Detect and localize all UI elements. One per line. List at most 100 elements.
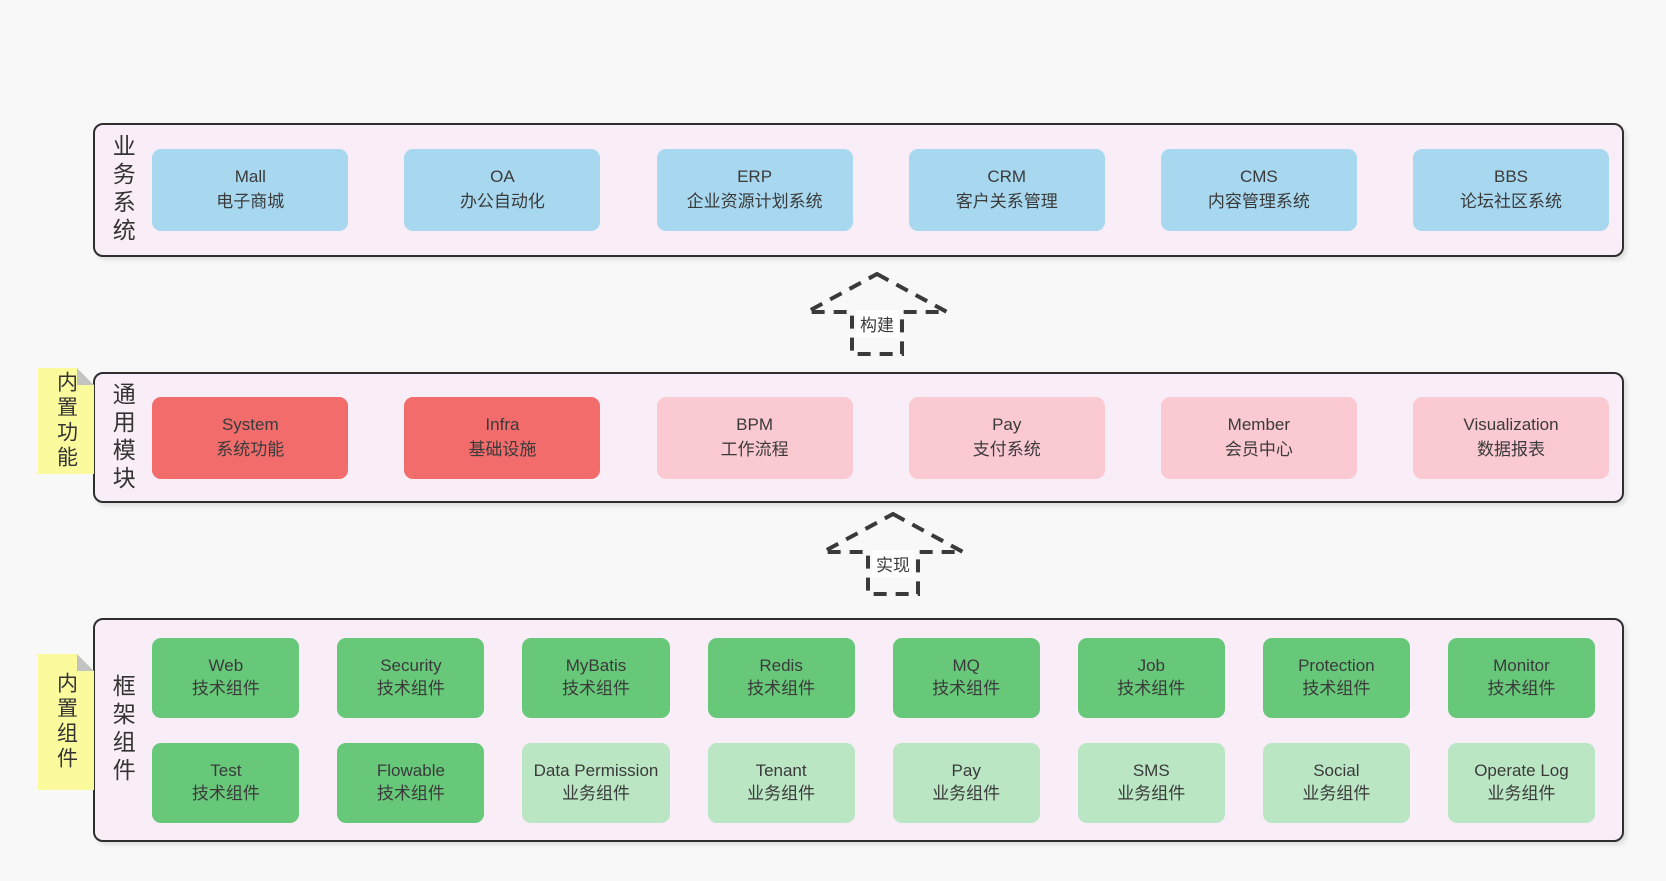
- implement-arrow: 实现: [813, 511, 973, 596]
- box-web: Web 技术组件: [152, 637, 300, 718]
- box-subtitle: 技术组件: [376, 783, 445, 803]
- business-box-row: Mall 电子商城 OA 办公自动化 ERP 企业资源计划系统 CRM 客户关系…: [152, 149, 1609, 231]
- box-subtitle: 会员中心: [1224, 439, 1293, 459]
- sticky-note-built-in-features: 内置功能: [38, 368, 94, 474]
- box-bpm: BPM 工作流程: [656, 396, 853, 479]
- box-title: Job: [1137, 656, 1165, 676]
- box-title: Redis: [759, 656, 803, 676]
- box-subtitle: 业务组件: [932, 783, 1001, 803]
- sticky-note-built-in-components: 内置组件: [38, 654, 94, 790]
- box-title: System: [221, 414, 279, 434]
- box-security: Security 技术组件: [337, 637, 485, 718]
- box-title: Pay: [992, 414, 1022, 434]
- box-title: Web: [208, 656, 244, 676]
- box-title: Pay: [951, 761, 981, 781]
- box-title: SMS: [1132, 761, 1170, 781]
- box-bbs: BBS 论坛社区系统: [1413, 149, 1609, 231]
- box-title: ERP: [737, 167, 773, 187]
- box-test: Test 技术组件: [152, 742, 300, 823]
- box-subtitle: 基础设施: [468, 439, 537, 459]
- box-subtitle: 业务组件: [747, 783, 816, 803]
- box-member: Member 会员中心: [1160, 396, 1357, 479]
- box-erp: ERP 企业资源计划系统: [656, 149, 853, 231]
- box-subtitle: 技术组件: [747, 678, 816, 698]
- box-title: Visualization: [1463, 414, 1559, 434]
- box-subtitle: 内容管理系统: [1207, 192, 1310, 211]
- box-mybatis: MyBatis 技术组件: [522, 637, 670, 718]
- box-subtitle: 技术组件: [191, 678, 260, 698]
- box-subtitle: 系统功能: [216, 439, 285, 459]
- box-protection: Protection 技术组件: [1262, 637, 1410, 718]
- box-tenant: Tenant 业务组件: [707, 742, 855, 823]
- box-title: Social: [1313, 761, 1360, 781]
- box-subtitle: 客户关系管理: [955, 192, 1058, 211]
- band-components-label: 框架组件: [109, 674, 136, 786]
- box-subtitle: 技术组件: [562, 678, 630, 698]
- box-title: Data Permission: [533, 761, 659, 781]
- box-sms: SMS 业务组件: [1077, 742, 1225, 823]
- box-subtitle: 技术组件: [1117, 678, 1186, 698]
- box-title: Mall: [234, 167, 266, 187]
- box-pay-module: Pay 支付系统: [908, 396, 1105, 479]
- folded-corner-icon: [77, 368, 94, 385]
- box-operate-log: Operate Log 业务组件: [1447, 742, 1595, 823]
- box-subtitle: 数据报表: [1477, 439, 1545, 459]
- box-flowable: Flowable 技术组件: [337, 742, 485, 823]
- box-visualization: Visualization 数据报表: [1413, 396, 1609, 479]
- box-title: OA: [490, 167, 515, 187]
- box-subtitle: 业务组件: [1487, 783, 1556, 803]
- box-subtitle: 技术组件: [376, 678, 445, 698]
- box-title: BPM: [736, 414, 773, 434]
- band-modules-label: 通用模块: [109, 381, 136, 494]
- box-mq: MQ 技术组件: [892, 637, 1040, 718]
- box-job: Job 技术组件: [1077, 637, 1225, 718]
- box-title: Test: [210, 761, 242, 781]
- box-subtitle: 技术组件: [191, 783, 260, 803]
- box-system: System 系统功能: [152, 396, 349, 479]
- folded-corner-icon: [77, 654, 94, 671]
- box-title: Protection: [1298, 656, 1375, 676]
- band-business-systems: 业务系统 Mall 电子商城 OA 办公自动化 ERP 企业资源计划系统 CRM…: [93, 123, 1624, 257]
- modules-box-row: System 系统功能 Infra 基础设施 BPM 工作流程 Pay 支付系统…: [152, 396, 1609, 479]
- box-data-permission: Data Permission 业务组件: [522, 742, 670, 823]
- box-title: CRM: [987, 167, 1027, 187]
- box-title: MQ: [952, 656, 980, 676]
- box-crm: CRM 客户关系管理: [908, 149, 1105, 231]
- build-arrow-label: 构建: [856, 310, 898, 337]
- box-subtitle: 工作流程: [720, 439, 789, 459]
- box-subtitle: 业务组件: [562, 783, 630, 803]
- box-title: Flowable: [376, 761, 445, 781]
- box-title: Security: [380, 656, 442, 676]
- box-title: MyBatis: [565, 656, 627, 676]
- band-framework-components: 框架组件 Web 技术组件 Security 技术组件 MyBatis 技术组件…: [93, 618, 1624, 842]
- implement-arrow-label: 实现: [872, 550, 914, 577]
- box-subtitle: 业务组件: [1117, 783, 1186, 803]
- box-monitor: Monitor 技术组件: [1447, 637, 1595, 718]
- band-common-modules: 通用模块 System 系统功能 Infra 基础设施 BPM 工作流程 Pay…: [93, 372, 1624, 503]
- box-subtitle: 技术组件: [1487, 678, 1556, 698]
- box-subtitle: 支付系统: [972, 439, 1041, 459]
- box-redis: Redis 技术组件: [707, 637, 855, 718]
- note-text: 内置功能: [54, 371, 78, 471]
- box-subtitle: 电子商城: [216, 192, 285, 211]
- build-arrow: 构建: [797, 271, 957, 356]
- box-title: Tenant: [755, 761, 807, 781]
- box-title: BBS: [1493, 167, 1529, 187]
- box-pay-component: Pay 业务组件: [892, 742, 1040, 823]
- box-oa: OA 办公自动化: [404, 149, 601, 231]
- box-title: CMS: [1239, 167, 1278, 187]
- box-title: Operate Log: [1474, 761, 1569, 781]
- box-subtitle: 技术组件: [932, 678, 1001, 698]
- box-subtitle: 企业资源计划系统: [686, 192, 823, 211]
- box-subtitle: 技术组件: [1302, 678, 1371, 698]
- box-cms: CMS 内容管理系统: [1160, 149, 1357, 231]
- box-subtitle: 论坛社区系统: [1460, 192, 1562, 211]
- box-mall: Mall 电子商城: [152, 149, 349, 231]
- box-title: Monitor: [1493, 656, 1550, 676]
- box-subtitle: 业务组件: [1302, 783, 1371, 803]
- box-social: Social 业务组件: [1262, 742, 1410, 823]
- band-business-label: 业务系统: [109, 134, 136, 246]
- note-text: 内置组件: [54, 672, 78, 772]
- box-title: Infra: [485, 414, 520, 434]
